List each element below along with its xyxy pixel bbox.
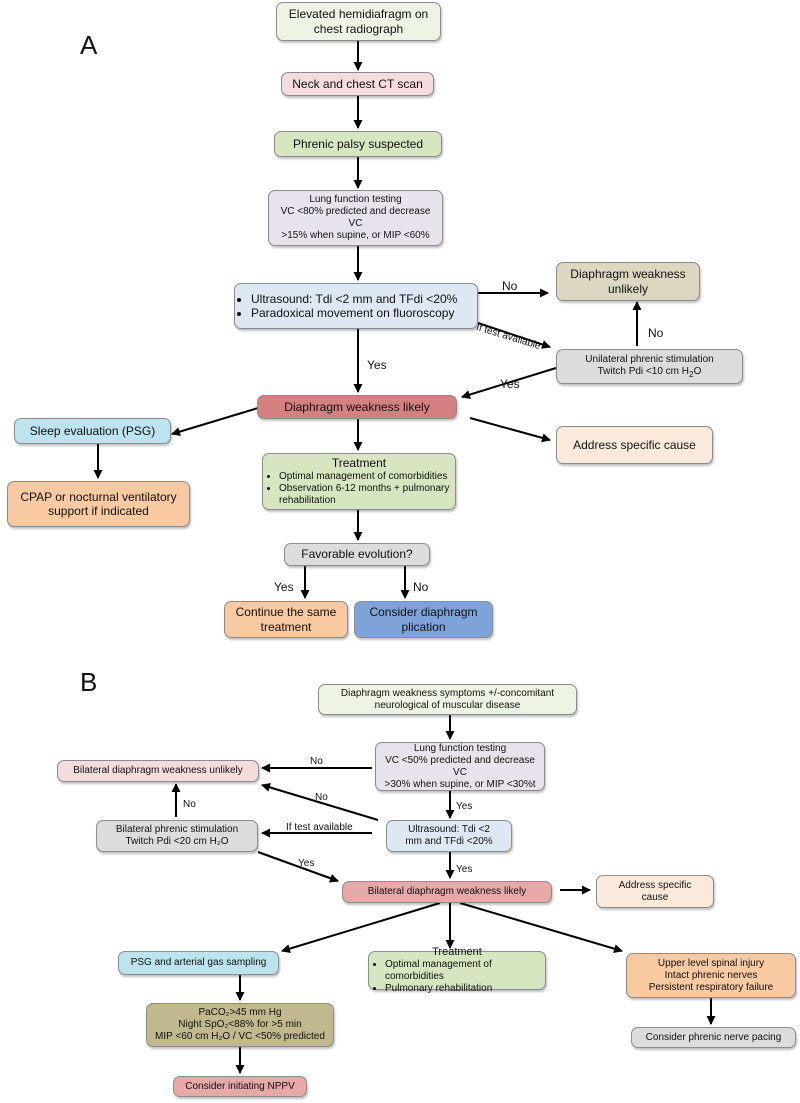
lung-function-testing-b-box: Lung function testing VC <50% predicted … <box>375 742 545 791</box>
treatment-b-list: Optimal management of comorbidities Pulm… <box>373 959 541 995</box>
treatment-a-box: Treatment Optimal management of comorbid… <box>262 453 456 510</box>
phrenic-pacing-box: Consider phrenic nerve pacing <box>631 1027 796 1048</box>
phrenic-palsy-suspected-box: Phrenic palsy suspected <box>274 131 442 157</box>
spinal-injury-box: Upper level spinal injury Intact phrenic… <box>626 953 796 998</box>
bilateral-phrenic-stimulation-box: Bilateral phrenic stimulation Twitch Pdi… <box>96 820 258 852</box>
bilateral-weakness-unlikely-box: Bilateral diaphragm weakness unlikely <box>57 760 259 782</box>
treatment-b-box: Treatment Optimal management of comorbid… <box>368 946 546 994</box>
label-yes-a-us: Yes <box>367 358 387 372</box>
elevated-hemidiaphragm-box: Elevated hemidiafragm on chest radiograp… <box>276 2 441 41</box>
label-yes-b-us: Yes <box>456 864 473 875</box>
sleep-evaluation-box: Sleep evaluation (PSG) <box>14 418 171 444</box>
consider-nppv-box: Consider initiating NPPV <box>173 1076 307 1097</box>
panel-a-label: A <box>80 30 98 60</box>
label-no-a-fav: No <box>413 580 429 594</box>
psg-arterial-gas-box: PSG and arterial gas sampling <box>118 951 279 975</box>
label-yes-b-stim: Yes <box>298 858 315 869</box>
lung-function-testing-a-box: Lung function testing VC <80% predicted … <box>268 190 443 246</box>
consider-plication-box: Consider diaphragm plication <box>354 601 493 638</box>
nppv-criteria-box: PaCO₂>45 mm Hg Night SpO₂<88% for >5 min… <box>146 1003 334 1047</box>
unilateral-phrenic-stimulation-box: Unilateral phrenic stimulation Twitch Pd… <box>556 349 743 384</box>
twitch-pdi-a: Twitch Pdi <10 cm H2O <box>597 366 702 379</box>
ultrasound-b-box: Ultrasound: Tdi <2 mm and TFdi <20% <box>386 820 512 852</box>
label-no-a-2: No <box>648 326 664 340</box>
label-if-test-b: If test available <box>286 822 353 833</box>
diaphragm-weakness-likely-box: Diaphragm weakness likely <box>257 395 457 419</box>
bilateral-weakness-likely-box: Bilateral diaphragm weakness likely <box>342 881 552 903</box>
label-yes-b-lf: Yes <box>456 801 473 812</box>
label-no-b-lf: No <box>310 756 323 767</box>
diaphragm-weakness-unlikely-box: Diaphragm weakness unlikely <box>556 262 700 301</box>
label-no-b-stim: No <box>183 799 196 810</box>
address-specific-cause-a-box: Address specific cause <box>556 426 713 464</box>
ultrasound-a-box: Ultrasound: Tdi <2 mm and TFdi <20% Para… <box>234 283 478 329</box>
address-specific-cause-b-box: Address specific cause <box>596 875 714 908</box>
panel-b-label: B <box>80 667 98 697</box>
cpap-box: CPAP or nocturnal ventilatory support if… <box>7 481 190 527</box>
treatment-b-title: Treatment <box>432 945 482 958</box>
ct-scan-box: Neck and chest CT scan <box>281 72 434 96</box>
symptoms-box: Diaphragm weakness symptoms +/-concomita… <box>318 684 577 715</box>
label-yes-a-fav: Yes <box>274 580 294 594</box>
ultrasound-a-list: Ultrasound: Tdi <2 mm and TFdi <20% Para… <box>239 292 457 321</box>
treatment-a-list: Optimal management of comorbidities Obse… <box>267 471 451 507</box>
treatment-a-title: Treatment <box>331 456 387 471</box>
favorable-evolution-box: Favorable evolution? <box>284 543 430 566</box>
continue-treatment-box: Continue the same treatment <box>224 601 348 638</box>
label-yes-a-stim: Yes <box>500 377 520 391</box>
label-no-a-1: No <box>502 279 518 293</box>
label-no-b-us: No <box>315 792 328 803</box>
